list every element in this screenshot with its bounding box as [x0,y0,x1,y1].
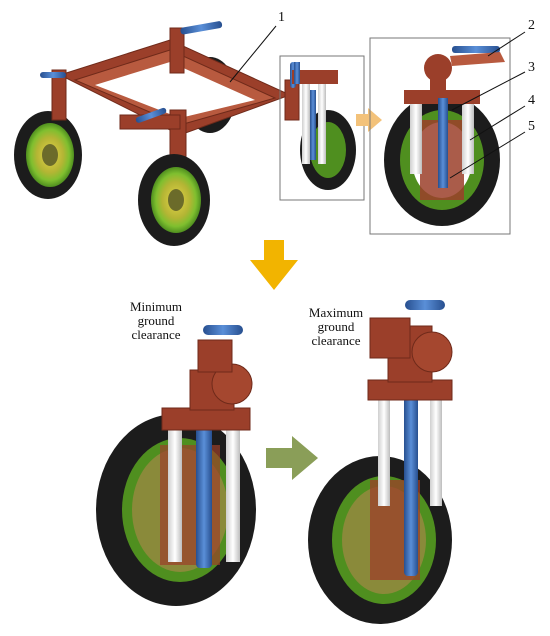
detail-box-large [369,37,511,235]
down-arrow [250,240,298,290]
wheel-front-left [138,154,210,246]
vehicle-assembly [14,21,300,246]
leader-line-1 [229,25,277,83]
callout-2: 2 [528,18,535,33]
callout-1: 1 [278,10,285,25]
callout-3: 3 [528,60,535,75]
caption-maximum-clearance: Maximum ground clearance [308,305,364,348]
small-arrow-right [356,108,382,132]
wheel-minimum-clearance [96,325,256,606]
caption-minimum-clearance: Minimum ground clearance [129,299,182,342]
vehicle-frame [51,27,300,166]
wheel-rear-left [14,111,82,199]
transition-arrow [266,436,318,480]
callout-4: 4 [528,93,535,108]
wheel-maximum-clearance [308,300,453,624]
leader-lines-detail [449,31,526,179]
callout-5: 5 [528,119,535,134]
detail-box-small [279,55,365,201]
